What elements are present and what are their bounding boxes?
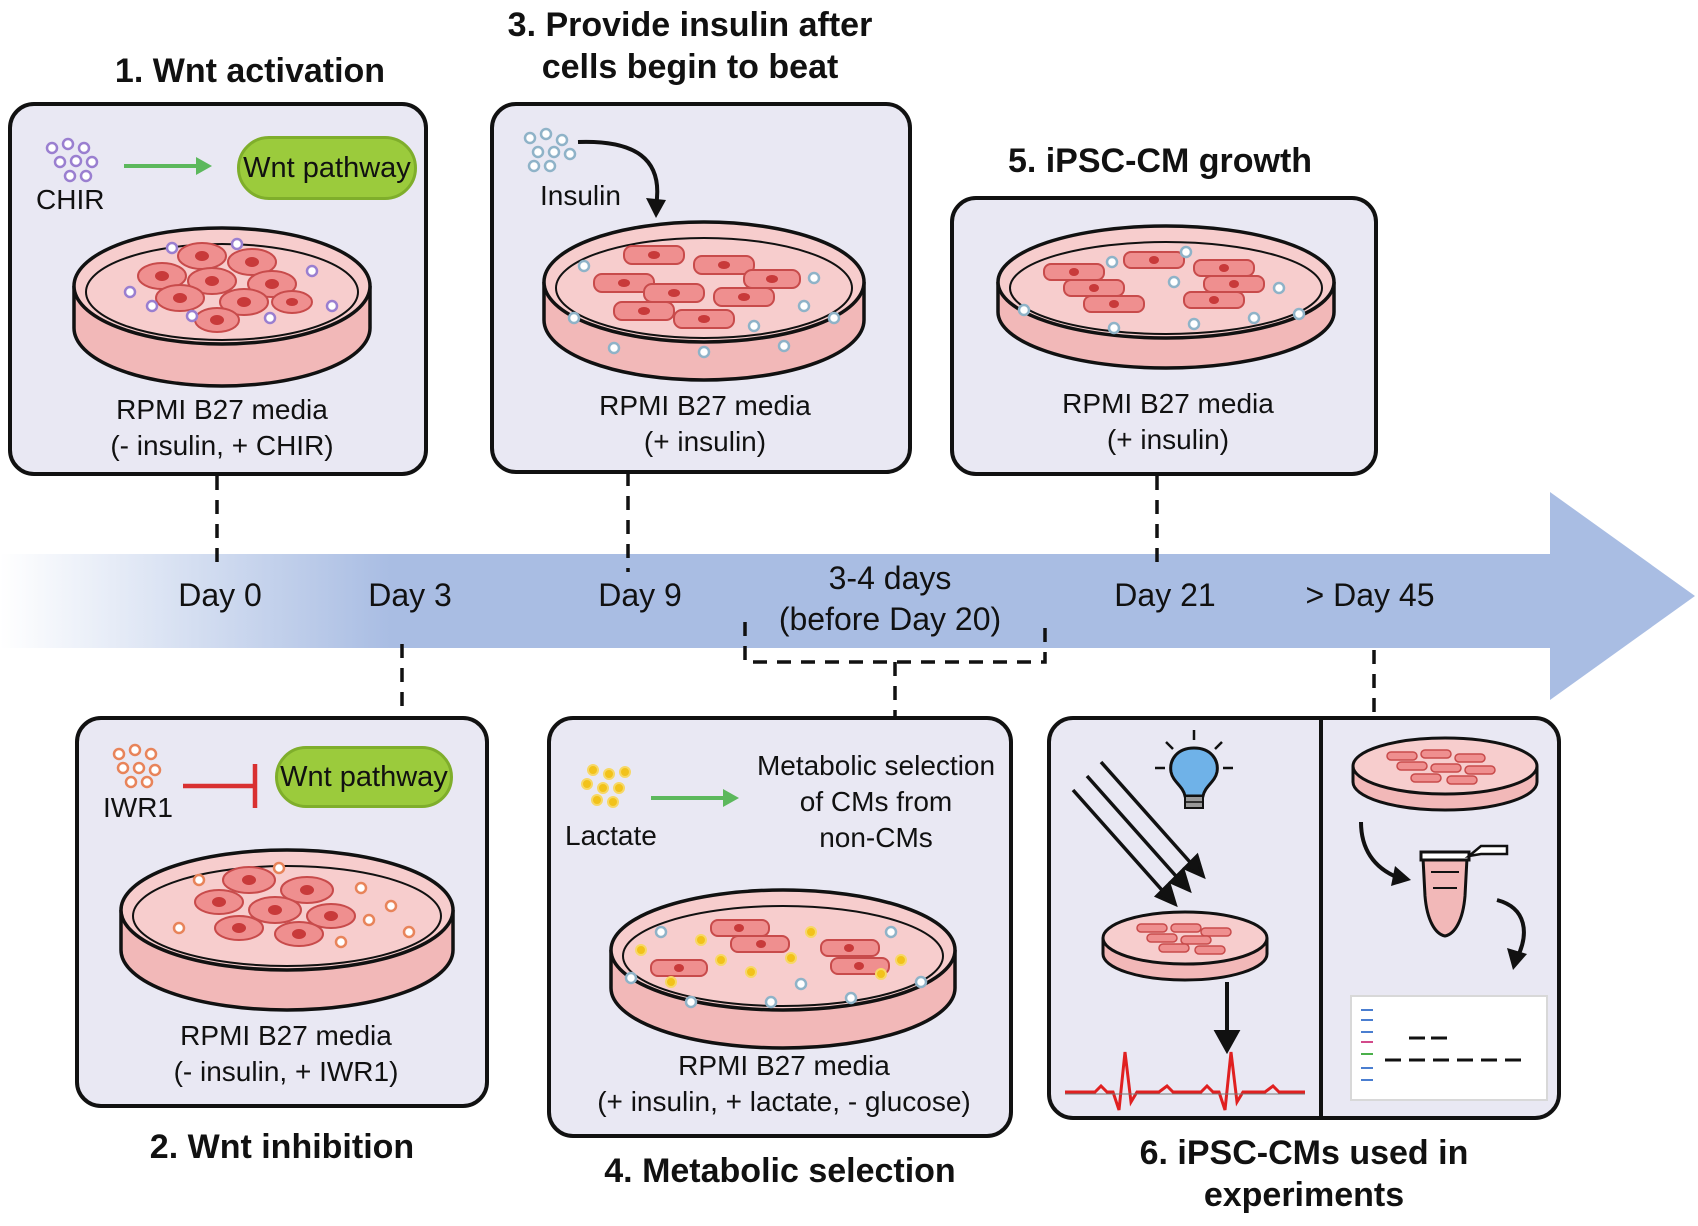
microtube-icon [1419, 844, 1509, 938]
step1-media-line2: (- insulin, + CHIR) [110, 430, 334, 461]
step4-result-line2: of CMs from [799, 786, 953, 817]
timeline-day-45: > Day 45 [1305, 577, 1435, 613]
timeline-day-9: Day 9 [598, 577, 682, 613]
step2-graphics [112, 743, 455, 1012]
petri-dish-icon [996, 224, 1336, 370]
petri-dish-icon [609, 888, 957, 1050]
activation-arrow-icon [124, 157, 212, 175]
step1-graphics [45, 137, 372, 388]
petri-dish-icon [119, 848, 455, 1012]
step5-media-line2: (+ insulin) [1106, 424, 1230, 455]
activation-arrow-icon [651, 789, 739, 807]
step4-panel: Lactate Metabolic selection of CMs from … [547, 716, 1013, 1138]
step4-media-line2: (+ insulin, + lactate, - glucose) [597, 1086, 971, 1117]
step1-panel: CHIR Wnt pathway RPMI B27 media (- insul… [8, 102, 428, 476]
step1-title: 1. Wnt activation [114, 52, 386, 90]
chir-label: CHIR [36, 184, 105, 215]
insulin-label: Insulin [540, 180, 621, 211]
insulin-dots-icon [523, 127, 577, 173]
iwr1-label: IWR1 [103, 792, 173, 823]
step3-media-line1: RPMI B27 media [599, 390, 811, 421]
step4-media-line1: RPMI B27 media [678, 1050, 890, 1081]
step2-panel: IWR1 Wnt pathway RPMI B27 media (- insul… [75, 716, 489, 1108]
step5-media-line1: RPMI B27 media [1062, 388, 1274, 419]
step3-graphics [523, 127, 866, 382]
curved-arrow-icon [577, 139, 666, 218]
step6-graphics [1065, 720, 1548, 1116]
step2-media-line1: RPMI B27 media [180, 1020, 392, 1051]
petri-dish-icon [72, 226, 372, 388]
step4-result-line1: Metabolic selection [756, 750, 996, 781]
step5-panel: RPMI B27 media (+ insulin) [950, 196, 1378, 476]
gel-plot-icon [1350, 995, 1548, 1101]
step5-title: 5. iPSC-CM growth [1007, 142, 1313, 180]
iwr1-dots-icon [112, 743, 162, 789]
step2-wnt-pathway: Wnt pathway [275, 746, 453, 808]
timeline-window-line2: (before Day 20) [778, 601, 1002, 637]
ecg-trace-icon [1065, 1051, 1305, 1111]
inhibition-icon [183, 764, 258, 808]
step6-title-line2: experiments [1203, 1176, 1405, 1214]
step2-media-line2: (- insulin, + IWR1) [173, 1056, 399, 1087]
petri-dish-icon [542, 220, 866, 382]
step5-graphics [996, 224, 1336, 370]
timeline-day-3: Day 3 [368, 577, 452, 613]
step4-title: 4. Metabolic selection [604, 1152, 956, 1190]
step3-panel: Insulin RPMI B27 media (+ insulin) [490, 102, 912, 474]
chir-dots-icon [45, 137, 99, 183]
step3-title-line2: cells begin to beat [541, 48, 839, 86]
lactate-label: Lactate [565, 820, 657, 851]
timeline-day-21: Day 21 [1114, 577, 1216, 613]
lightbulb-icon [1155, 730, 1233, 809]
step2-title: 2. Wnt inhibition [149, 1128, 415, 1166]
light-rays-icon [1071, 760, 1206, 908]
petri-dish-icon [1101, 910, 1269, 982]
step1-media-line1: RPMI B27 media [116, 394, 328, 425]
step3-title-line1: 3. Provide insulin after [507, 6, 873, 44]
step1-wnt-pathway: Wnt pathway [237, 136, 417, 200]
timeline-window-line1: 3-4 days [828, 560, 952, 596]
step6-panel [1047, 716, 1561, 1120]
lactate-dots-icon [581, 764, 631, 808]
step3-media-line2: (+ insulin) [643, 426, 767, 457]
timeline-day-0: Day 0 [178, 577, 262, 613]
step6-title-line1: 6. iPSC-CMs used in [1139, 1134, 1469, 1172]
petri-dish-icon [1351, 736, 1539, 812]
step4-graphics [581, 764, 957, 1050]
step4-result-line3: non-CMs [819, 822, 933, 853]
